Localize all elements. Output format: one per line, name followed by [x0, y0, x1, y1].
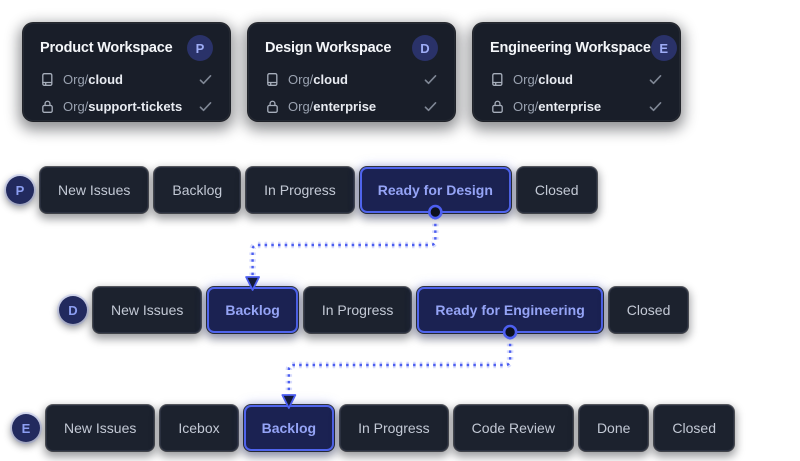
workspace-title: Design Workspace — [265, 40, 392, 56]
workflow-stage: Done — [578, 405, 649, 451]
check-icon — [648, 72, 663, 87]
stage-list: New Issues Backlog In Progress Ready for… — [40, 167, 597, 213]
stage-list: New Issues Icebox Backlog In Progress Co… — [46, 405, 734, 451]
stage-label: In Progress — [321, 302, 394, 318]
stage-label: New Issues — [111, 302, 184, 318]
repo-icon — [40, 72, 55, 87]
team-list: Org/cloud Org/support-tickets — [40, 71, 213, 115]
workflow-stage: In Progress — [340, 405, 448, 451]
check-icon — [648, 99, 663, 114]
workspace-card: Engineering Workspace E Org/cloud Org/en… — [473, 23, 680, 121]
stage-label: Ready for Design — [377, 182, 493, 198]
repo-icon — [265, 72, 280, 87]
lock-icon — [490, 99, 505, 114]
workflow-stage: In Progress — [303, 287, 412, 333]
stage-label: In Progress — [358, 420, 430, 436]
connector-line-glow — [285, 337, 514, 396]
workflow-stage: Icebox — [160, 405, 238, 451]
workspace-card-header: Design Workspace D — [265, 35, 438, 61]
workflow-stage: Backlog — [207, 287, 298, 333]
workflow-stage: In Progress — [246, 167, 354, 213]
stage-label: Closed — [626, 302, 671, 318]
team-list: Org/cloud Org/enterprise — [490, 71, 663, 115]
workspace-card: Design Workspace D Org/cloud Org/enterpr… — [248, 23, 455, 121]
stage-label: New Issues — [58, 182, 131, 198]
team-name: Org/cloud — [288, 72, 348, 87]
stage-label: Closed — [672, 420, 716, 436]
workspace-card-header: Product Workspace P — [40, 35, 213, 61]
stage-list: New Issues Backlog In Progress Ready for… — [93, 287, 689, 333]
workflow-stage: Ready for Engineering — [417, 287, 603, 333]
team-name: Org/cloud — [513, 72, 573, 87]
workspace-badge: E — [650, 35, 677, 61]
stage-label: Ready for Engineering — [435, 302, 585, 318]
team-name: Org/enterprise — [288, 99, 377, 114]
team-name: Org/cloud — [63, 72, 123, 87]
stage-label: Code Review — [471, 420, 555, 436]
stage-label: Backlog — [172, 182, 223, 198]
stage-label: Icebox — [178, 420, 220, 436]
workflow-stage: Closed — [516, 167, 597, 213]
workflow-stage: New Issues — [93, 287, 202, 333]
stage-label: Backlog — [225, 302, 280, 318]
workspace-title: Product Workspace — [40, 40, 173, 56]
workflow-stage: Backlog — [154, 167, 241, 213]
stage-label: New Issues — [64, 420, 137, 436]
stage-label: In Progress — [264, 182, 336, 198]
team-row: Org/cloud — [40, 71, 213, 88]
team-row: Org/cloud — [265, 71, 438, 88]
workflow-row: P New Issues Backlog In Progress Ready f… — [0, 167, 597, 213]
workspace-badge: P — [187, 35, 213, 61]
workflow-stage: Closed — [608, 287, 689, 333]
check-icon — [198, 99, 213, 114]
check-icon — [423, 72, 438, 87]
workflow-badge: E — [12, 414, 40, 442]
stage-label: Backlog — [261, 420, 317, 436]
workflow-stage: Ready for Design — [359, 167, 511, 213]
workspace-badge: D — [412, 35, 438, 61]
workspace-card: Product Workspace P Org/cloud Org/suppor… — [23, 23, 230, 121]
workflow-row: D New Issues Backlog In Progress Ready f… — [0, 287, 689, 333]
workspace-cards: Product Workspace P Org/cloud Org/suppor… — [23, 23, 680, 121]
stage-label: Done — [596, 420, 631, 436]
connector-line-glow — [249, 217, 439, 278]
team-name: Org/enterprise — [513, 99, 602, 114]
check-icon — [198, 72, 213, 87]
workflow-stage: New Issues — [40, 167, 149, 213]
workflow-stage: Code Review — [453, 405, 573, 451]
repo-icon — [490, 72, 505, 87]
team-list: Org/cloud Org/enterprise — [265, 71, 438, 115]
lock-icon — [265, 99, 280, 114]
team-row: Org/support-tickets — [40, 98, 213, 115]
check-icon — [423, 99, 438, 114]
team-row: Org/enterprise — [490, 98, 663, 115]
workflow-badge: P — [6, 176, 34, 204]
workflow-stage: Backlog — [243, 405, 335, 451]
lock-icon — [40, 99, 55, 114]
team-row: Org/enterprise — [265, 98, 438, 115]
connector-line — [287, 337, 512, 396]
team-row: Org/cloud — [490, 71, 663, 88]
workflow-stage: Closed — [654, 405, 734, 451]
connector-line — [251, 217, 437, 278]
workflow-row: E New Issues Icebox Backlog In Progress … — [0, 405, 734, 451]
workspace-title: Engineering Workspace — [490, 40, 651, 56]
stage-label: Closed — [534, 182, 579, 198]
team-name: Org/support-tickets — [63, 99, 183, 114]
workspace-card-header: Engineering Workspace E — [490, 35, 677, 61]
workflow-stage: New Issues — [46, 405, 155, 451]
workflow-badge: D — [59, 296, 87, 324]
